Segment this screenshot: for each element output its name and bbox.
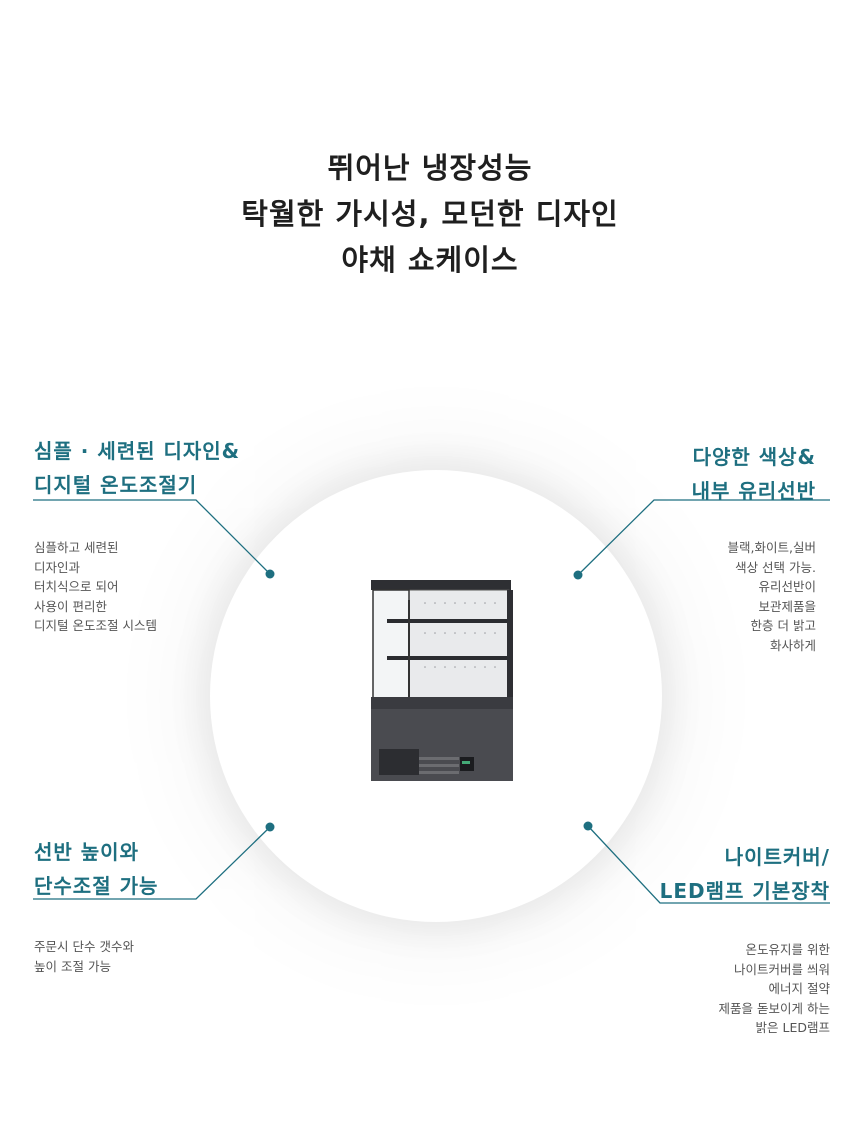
feature-color-heading: 다양한 색상& 내부 유리선반 xyxy=(692,440,816,508)
description-line: 밝은 LED램프 xyxy=(755,1020,830,1035)
description-line: 화사하게 xyxy=(769,637,816,653)
feature-color-heading-line-2: 내부 유리선반 xyxy=(691,479,816,503)
description-line: 디지털 온도조절 시스템 xyxy=(34,618,157,633)
title-line-2: 탁월한 가시성, 모던한 디자인 xyxy=(241,197,619,231)
feature-design-heading-line-1: 심플 · 세련된 디자인& xyxy=(34,439,241,463)
feature-design-heading: 심플 · 세련된 디자인& 디지털 온도조절기 xyxy=(34,434,240,502)
description-line: 온도유지를 위한 xyxy=(745,942,830,957)
feature-color-description: 블랙,화이트,실버 색상 선택 가능. 유리선반이 보관제품을 한층 더 밝고 … xyxy=(728,538,816,655)
title-line-3: 야채 쇼케이스 xyxy=(341,243,519,277)
feature-led-heading: 나이트커버/ LED램프 기본장착 xyxy=(660,840,830,908)
description-line: 나이트커버를 씌워 xyxy=(734,961,830,977)
feature-led-heading-line-2: LED램프 기본장착 xyxy=(659,879,830,903)
showcase-product-image xyxy=(371,580,513,781)
page-title: 뛰어난 냉장성능 탁월한 가시성, 모던한 디자인 야채 쇼케이스 xyxy=(0,145,860,283)
description-line: 디자인과 xyxy=(34,559,81,575)
description-line: 유리선반이 xyxy=(758,579,816,594)
feature-design-heading-line-2: 디지털 온도조절기 xyxy=(34,473,198,497)
description-line: 블랙,화이트,실버 xyxy=(727,540,816,555)
feature-color-heading-line-1: 다양한 색상& xyxy=(692,445,816,469)
description-line: 색상 선택 가능. xyxy=(735,559,816,575)
description-line: 터치식으로 되어 xyxy=(34,579,119,594)
description-line: 심플하고 세련된 xyxy=(34,540,119,555)
description-line: 높이 조절 가능 xyxy=(34,958,111,974)
feature-shelf-heading-line-2: 단수조절 가능 xyxy=(34,874,159,898)
feature-design-description: 심플하고 세련된 디자인과 터치식으로 되어 사용이 편리한 디지털 온도조절 … xyxy=(34,538,157,636)
feature-shelf-heading-line-1: 선반 높이와 xyxy=(34,840,139,864)
description-line: 제품을 돋보이게 하는 xyxy=(718,1000,830,1016)
feature-led-heading-line-1: 나이트커버/ xyxy=(724,845,830,869)
description-line: 주문시 단수 갯수와 xyxy=(34,939,134,954)
description-line: 한층 더 밝고 xyxy=(750,618,816,633)
title-line-1: 뛰어난 냉장성능 xyxy=(327,151,533,185)
feature-shelf-heading: 선반 높이와 단수조절 가능 xyxy=(34,835,158,903)
description-line: 사용이 편리한 xyxy=(34,598,107,614)
description-line: 보관제품을 xyxy=(758,598,816,614)
feature-shelf-description: 주문시 단수 갯수와 높이 조절 가능 xyxy=(34,937,134,976)
feature-led-description: 온도유지를 위한 나이트커버를 씌워 에너지 절약 제품을 돋보이게 하는 밝은… xyxy=(719,940,830,1038)
description-line: 에너지 절약 xyxy=(768,981,830,996)
